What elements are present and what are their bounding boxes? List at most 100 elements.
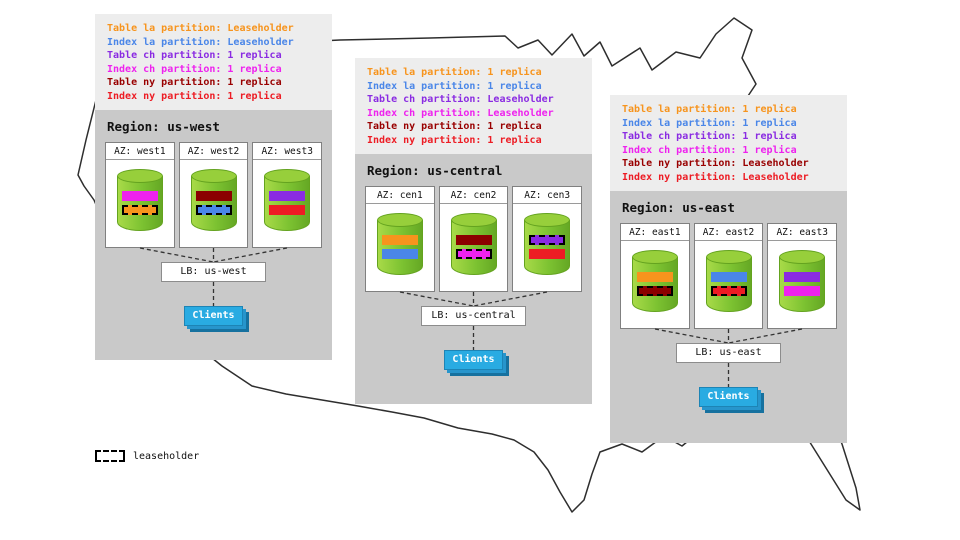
note-line: Table ch partition: 1 replica bbox=[107, 50, 282, 61]
partition-bar bbox=[529, 249, 566, 259]
load-balancer-us-central: LB: us-central bbox=[421, 306, 526, 326]
cylinder-top bbox=[524, 213, 571, 227]
az-box-cen1: AZ: cen1 bbox=[365, 186, 435, 292]
database-cylinder bbox=[264, 169, 311, 231]
cylinder-body bbox=[264, 176, 311, 231]
cylinder-top bbox=[376, 213, 423, 227]
note-line: Index la partition: Leaseholder bbox=[107, 36, 294, 48]
partition-bar bbox=[529, 235, 566, 245]
leaseholder-key: leaseholder bbox=[95, 450, 199, 462]
clients-box-us-east: Clients bbox=[699, 387, 758, 407]
us-border-path bbox=[77, 17, 861, 513]
cylinder-top bbox=[116, 169, 163, 183]
note-line: Index ch partition: 1 replica bbox=[622, 144, 797, 156]
az-box-cen3: AZ: cen3 bbox=[512, 186, 583, 292]
database-cylinder bbox=[779, 250, 826, 312]
cylinder-body bbox=[524, 220, 571, 275]
leaseholder-swatch-icon bbox=[95, 450, 125, 462]
partition-bar bbox=[636, 286, 673, 296]
note-line: Index ch partition: 1 replica bbox=[107, 63, 282, 75]
az-row: AZ: east1 AZ: east2 bbox=[620, 223, 838, 329]
partition-bar bbox=[269, 191, 306, 201]
partition-bar bbox=[121, 191, 158, 201]
az-label: AZ: west2 bbox=[179, 143, 248, 160]
az-label: AZ: cen2 bbox=[439, 187, 508, 204]
database-cylinder bbox=[376, 213, 423, 275]
note-line: Table ny partition: 1 replica bbox=[107, 77, 282, 88]
note-line: Table ny partition: Leaseholder bbox=[622, 158, 809, 169]
partition-bar bbox=[710, 286, 747, 296]
note-line: Index ny partition: 1 replica bbox=[367, 134, 542, 146]
az-label: AZ: east1 bbox=[621, 224, 689, 241]
az-row: AZ: cen1 AZ: cen2 bbox=[365, 186, 583, 292]
load-balancer-us-east: LB: us-east bbox=[676, 343, 781, 363]
partition-notes-us-east: Table la partition: 1 replica Index la p… bbox=[610, 95, 847, 191]
region-group-us-east: Table la partition: 1 replica Index la p… bbox=[610, 95, 847, 443]
cylinder-body bbox=[116, 176, 163, 231]
leaseholder-key-label: leaseholder bbox=[133, 450, 200, 462]
note-line: Table ch partition: Leaseholder bbox=[367, 94, 554, 105]
partition-notes-us-west: Table la partition: Leaseholder Index la… bbox=[95, 14, 332, 110]
partition-notes-us-central: Table la partition: 1 replica Index la p… bbox=[355, 58, 592, 154]
az-label: AZ: east3 bbox=[768, 224, 837, 241]
az-label: AZ: west1 bbox=[106, 143, 174, 160]
note-line: Table la partition: 1 replica bbox=[622, 104, 797, 115]
note-line: Table la partition: 1 replica bbox=[367, 67, 542, 78]
region-group-us-central: Table la partition: 1 replica Index la p… bbox=[355, 58, 592, 404]
az-box-east1: AZ: east1 bbox=[620, 223, 690, 329]
clients-box-us-west: Clients bbox=[184, 306, 243, 326]
partition-bar bbox=[455, 249, 492, 259]
region-title: Region: us-west bbox=[107, 119, 220, 134]
az-label: AZ: cen3 bbox=[513, 187, 582, 204]
database-cylinder bbox=[705, 250, 752, 312]
cylinder-top bbox=[705, 250, 752, 264]
note-line: Table la partition: Leaseholder bbox=[107, 23, 294, 34]
cylinder-top bbox=[631, 250, 678, 264]
cylinder-body bbox=[631, 257, 678, 312]
az-box-east2: AZ: east2 bbox=[693, 223, 764, 329]
az-label: AZ: west3 bbox=[253, 143, 322, 160]
partition-bar bbox=[381, 235, 418, 245]
az-box-cen2: AZ: cen2 bbox=[438, 186, 509, 292]
cylinder-body bbox=[376, 220, 423, 275]
partition-bar bbox=[195, 205, 232, 215]
region-panel-us-east: Region: us-east AZ: east1 AZ: east2 bbox=[610, 191, 847, 443]
replication-connectors bbox=[399, 291, 548, 350]
clients-box-us-central: Clients bbox=[444, 350, 503, 370]
note-line: Index ch partition: Leaseholder bbox=[367, 107, 554, 119]
note-line: Table ch partition: 1 replica bbox=[622, 131, 797, 142]
partition-bar bbox=[195, 191, 232, 201]
cylinder-body bbox=[779, 257, 826, 312]
cylinder-body bbox=[450, 220, 497, 275]
partition-bar bbox=[784, 272, 821, 282]
database-cylinder bbox=[116, 169, 163, 231]
load-balancer-us-west: LB: us-west bbox=[161, 262, 266, 282]
cylinder-body bbox=[705, 257, 752, 312]
partition-bar bbox=[121, 205, 158, 215]
az-box-east3: AZ: east3 bbox=[767, 223, 838, 329]
region-title: Region: us-east bbox=[622, 200, 735, 215]
note-line: Index ny partition: 1 replica bbox=[107, 90, 282, 102]
cylinder-top bbox=[190, 169, 237, 183]
cylinder-top bbox=[450, 213, 497, 227]
database-cylinder bbox=[524, 213, 571, 275]
note-line: Table ny partition: 1 replica bbox=[367, 121, 542, 132]
az-box-west2: AZ: west2 bbox=[178, 142, 249, 248]
replication-connectors bbox=[139, 247, 288, 306]
database-cylinder bbox=[190, 169, 237, 231]
partition-bar bbox=[784, 286, 821, 296]
note-line: Index ny partition: Leaseholder bbox=[622, 171, 809, 183]
partition-bar bbox=[455, 235, 492, 245]
region-panel-us-west: Region: us-west AZ: west1 AZ: west2 bbox=[95, 110, 332, 360]
replication-connectors bbox=[654, 328, 803, 387]
note-line: Index la partition: 1 replica bbox=[622, 117, 797, 129]
cylinder-top bbox=[779, 250, 826, 264]
region-title: Region: us-central bbox=[367, 163, 503, 178]
partition-bar bbox=[636, 272, 673, 282]
partition-bar bbox=[269, 205, 306, 215]
cylinder-body bbox=[190, 176, 237, 231]
partition-bar bbox=[381, 249, 418, 259]
region-group-us-west: Table la partition: Leaseholder Index la… bbox=[95, 14, 332, 360]
az-box-west3: AZ: west3 bbox=[252, 142, 323, 248]
